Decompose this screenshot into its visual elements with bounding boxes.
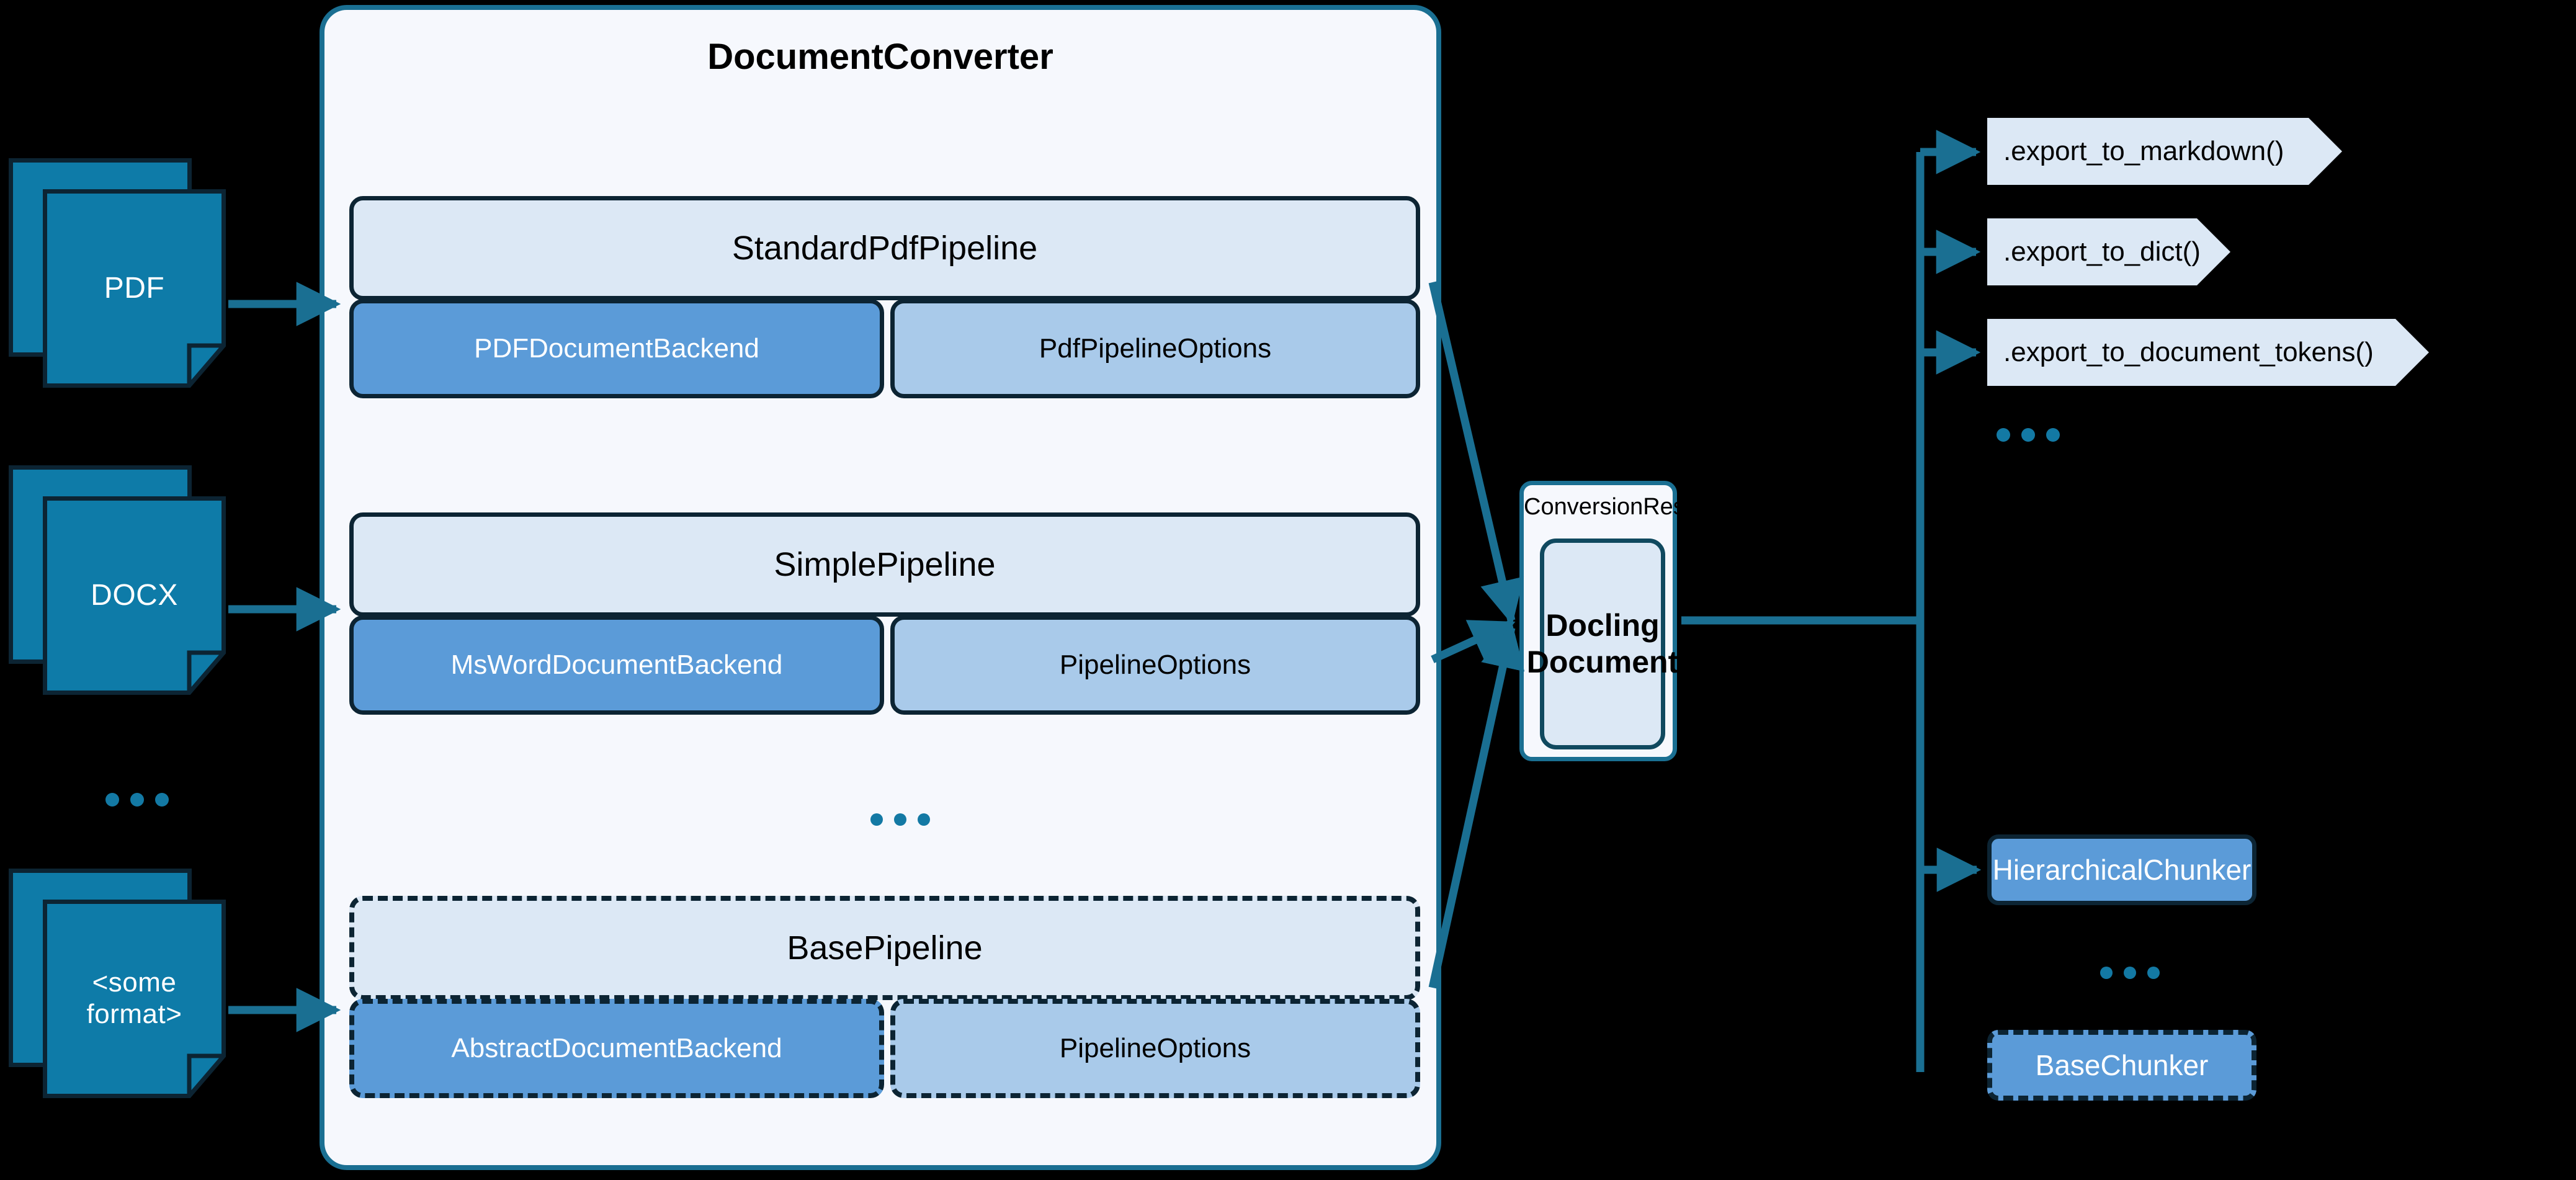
dot bbox=[870, 813, 883, 826]
dot bbox=[1997, 428, 2010, 442]
pipeline-name: BasePipeline bbox=[349, 896, 1420, 1000]
document-front-sheet-icon bbox=[43, 496, 226, 695]
dot bbox=[155, 793, 169, 807]
export-document-tokens-label: .export_to_document_tokens() bbox=[2003, 337, 2374, 367]
document-converter-container: DocumentConverter StandardPdfPipeline PD… bbox=[320, 5, 1441, 1170]
export-markdown-label: .export_to_markdown() bbox=[2003, 136, 2284, 166]
document-front-sheet-icon bbox=[43, 189, 226, 388]
pipeline-backend[interactable]: PDFDocumentBackend bbox=[349, 299, 884, 398]
pipeline-body: MsWordDocumentBackend PipelineOptions bbox=[349, 615, 1420, 715]
chunker-ellipsis bbox=[2100, 967, 2160, 979]
chunker-hierarchical[interactable]: HierarchicalChunker bbox=[1987, 834, 2256, 905]
pipeline-name: StandardPdfPipeline bbox=[349, 196, 1420, 300]
conversion-result-container: ConversionResult Docling Document bbox=[1519, 481, 1710, 761]
document-front-sheet-icon bbox=[43, 900, 226, 1098]
arrow-standard-pdf-to-result bbox=[1428, 281, 1524, 625]
export-markdown-chevron[interactable]: .export_to_markdown() bbox=[1987, 118, 2342, 185]
input-ellipsis bbox=[105, 793, 169, 807]
dot bbox=[105, 793, 119, 807]
dot bbox=[2100, 967, 2113, 979]
pipeline-ellipsis bbox=[870, 813, 930, 826]
pipeline-group-simple[interactable]: SimplePipeline MsWordDocumentBackend Pip… bbox=[349, 512, 1420, 715]
export-dict-chevron[interactable]: .export_to_dict() bbox=[1987, 218, 2230, 285]
dot bbox=[2021, 428, 2035, 442]
pipeline-body: PDFDocumentBackend PdfPipelineOptions bbox=[349, 299, 1420, 398]
pipeline-options[interactable]: PipelineOptions bbox=[890, 999, 1420, 1098]
dot bbox=[2124, 967, 2136, 979]
dot bbox=[130, 793, 144, 807]
pipeline-backend[interactable]: MsWordDocumentBackend bbox=[349, 615, 884, 715]
dot bbox=[2147, 967, 2160, 979]
chunker-label: HierarchicalChunker bbox=[1992, 854, 2252, 886]
docling-document-line1: Docling bbox=[1545, 608, 1660, 643]
docling-document-box[interactable]: Docling Document bbox=[1527, 539, 1678, 749]
export-document-tokens-chevron[interactable]: .export_to_document_tokens() bbox=[1987, 319, 2429, 386]
conversion-result-title: ConversionResult bbox=[1524, 494, 1710, 520]
export-dict-label: .export_to_dict() bbox=[2003, 236, 2201, 267]
converter-title: DocumentConverter bbox=[707, 37, 1053, 77]
pipeline-options[interactable]: PipelineOptions bbox=[890, 615, 1420, 715]
pipeline-group-base[interactable]: BasePipeline AbstractDocumentBackend Pip… bbox=[349, 896, 1420, 1098]
dot bbox=[918, 813, 930, 826]
export-ellipsis bbox=[1997, 428, 2060, 442]
chunker-label: BaseChunker bbox=[2035, 1049, 2209, 1081]
arrow-simple-to-result bbox=[1431, 620, 1516, 663]
pipeline-group-standard-pdf[interactable]: StandardPdfPipeline PDFDocumentBackend P… bbox=[349, 196, 1420, 398]
docling-document-line2: Document bbox=[1526, 645, 1679, 679]
chunker-base[interactable]: BaseChunker bbox=[1987, 1030, 2256, 1101]
pipeline-name: SimplePipeline bbox=[349, 512, 1420, 617]
pipeline-body: AbstractDocumentBackend PipelineOptions bbox=[349, 999, 1420, 1098]
dot bbox=[894, 813, 906, 826]
pipeline-options[interactable]: PdfPipelineOptions bbox=[890, 299, 1420, 398]
arrow-base-to-result bbox=[1428, 624, 1525, 989]
pipeline-backend[interactable]: AbstractDocumentBackend bbox=[349, 999, 884, 1098]
dot bbox=[2046, 428, 2060, 442]
